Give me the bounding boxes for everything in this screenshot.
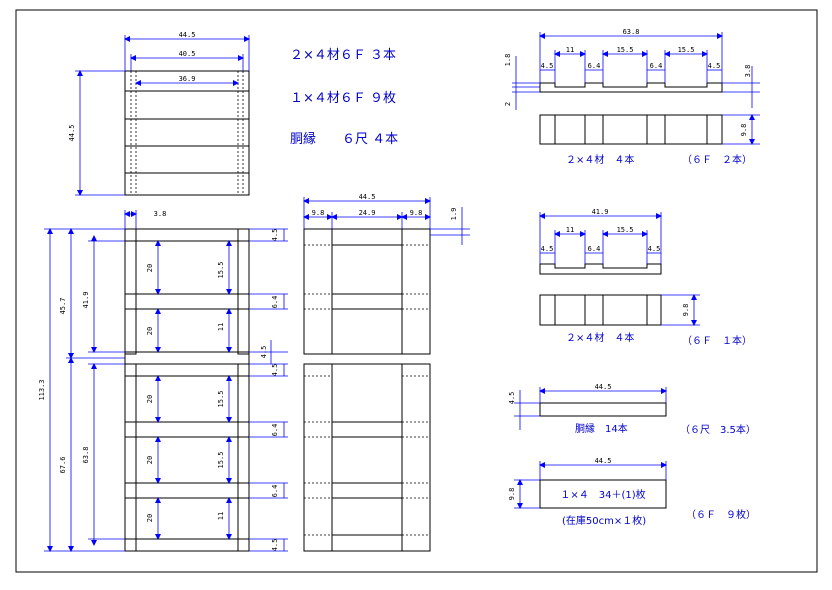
front-gap-1: 20 — [146, 264, 154, 272]
front-t-4: 4.5 — [271, 364, 279, 377]
d-note: （６Ｆ ９枚） — [686, 508, 756, 521]
a-note: （６Ｆ ２本） — [682, 153, 752, 166]
material-list: ２×４材６Ｆ ３本 １×４材６Ｆ ９枚 胴縁 ６尺 ４本 — [290, 48, 398, 147]
side-w: 44.5 — [359, 193, 376, 201]
side-w-b: 9.8 — [410, 209, 423, 217]
a-t1: 1.8 — [504, 54, 512, 67]
front-gap-3: 20 — [146, 395, 154, 403]
front-total-h: 113.3 — [38, 379, 46, 400]
front-upper-h: 45.7 — [59, 298, 67, 315]
a-t2: 2 — [504, 102, 512, 106]
c-t: 4.5 — [508, 392, 516, 405]
side-view: 44.5 9.8 24.9 9.8 1.9 — [303, 193, 470, 552]
front-view: 20 20 20 20 20 15.5 11 15.5 15.5 11 4.5 — [38, 210, 288, 552]
front-gap-2: 20 — [146, 327, 154, 335]
b-end-l: 4.5 — [541, 245, 554, 253]
a-label: ２×４材 ４本 — [566, 153, 634, 166]
d-sub: (在庫50cm×１枚) — [562, 514, 646, 527]
b-h: 9.8 — [682, 304, 690, 317]
front-gap-a2: 15.5 — [217, 391, 225, 408]
top-view: 44.5 40.5 36.9 44.5 — [68, 31, 250, 196]
b-notch: 6.4 — [588, 245, 601, 253]
b-seg1: 11 — [566, 226, 574, 234]
b-total: 41.9 — [592, 208, 609, 216]
side-w-a: 9.8 — [312, 209, 325, 217]
top-w-mid: 40.5 — [179, 50, 196, 58]
top-w-inner: 36.9 — [179, 75, 196, 83]
material-line-1: ２×４材６Ｆ ３本 — [290, 48, 396, 63]
front-gap-4: 20 — [146, 456, 154, 464]
side-w-mid: 24.9 — [359, 209, 376, 217]
front-upper-inner: 41.9 — [82, 292, 90, 309]
front-t-6: 6.4 — [271, 485, 279, 498]
front-t-5: 6.4 — [271, 424, 279, 437]
front-gap-a3: 15.5 — [217, 452, 225, 469]
part-d: 44.5 9.8 １×４ 34＋(1)枚 (在庫50cm×１枚) （６Ｆ ９枚） — [508, 457, 756, 527]
a-seg3: 15.5 — [678, 46, 695, 54]
part-c: 44.5 4.5 胴縁 14本 （６尺 3.5本） — [508, 383, 756, 436]
a-end-r: 4.5 — [708, 62, 721, 70]
front-lower-h: 67.6 — [59, 457, 67, 474]
a-h: 9.8 — [740, 124, 748, 137]
b-seg2: 15.5 — [617, 226, 634, 234]
front-w-post: 3.8 — [154, 210, 167, 218]
front-t-7: 4.5 — [271, 539, 279, 552]
part-b: 41.9 11 15.5 4.5 6.4 4.5 9.8 ２×４材 ４本 （６Ｆ… — [539, 208, 752, 347]
c-note: （６尺 3.5本） — [680, 423, 756, 436]
front-gap-b1: 11 — [217, 323, 225, 331]
part-a: 63.8 11 15.5 15.5 4.5 6.4 6.4 4.5 1.8 2 … — [504, 28, 760, 166]
front-gap-a1: 15.5 — [217, 262, 225, 279]
c-label: 胴縁 14本 — [575, 422, 628, 435]
b-label: ２×４材 ４本 — [566, 331, 634, 344]
d-w: 44.5 — [595, 457, 612, 465]
d-inner: １×４ 34＋(1)枚 — [560, 488, 645, 501]
a-seg1: 11 — [566, 46, 574, 54]
top-h: 44.5 — [68, 125, 76, 142]
front-t-2: 6.4 — [271, 296, 279, 309]
material-line-3: 胴縁 ６尺 ４本 — [290, 131, 398, 147]
c-w: 44.5 — [595, 383, 612, 391]
b-end-r: 4.5 — [648, 245, 661, 253]
top-w-outer: 44.5 — [179, 31, 196, 39]
a-notch-1: 6.4 — [588, 62, 601, 70]
front-t-3: 4.5 — [260, 346, 268, 359]
sheet-frame — [15, 9, 818, 573]
material-line-2: １×４材６Ｆ ９枚 — [290, 91, 396, 106]
a-end-l: 4.5 — [541, 62, 554, 70]
front-gap-b2: 11 — [217, 512, 225, 520]
a-total: 63.8 — [623, 28, 640, 36]
front-gap-5: 20 — [146, 514, 154, 522]
a-notch-2: 6.4 — [650, 62, 663, 70]
b-note: （６Ｆ １本） — [682, 334, 752, 347]
a-seg2: 15.5 — [617, 46, 634, 54]
front-t-1: 4.5 — [271, 229, 279, 242]
front-lower-inner: 63.8 — [82, 447, 90, 464]
side-t: 1.9 — [450, 208, 458, 221]
a-t3: 3.8 — [744, 65, 752, 78]
d-h: 9.8 — [508, 488, 516, 501]
